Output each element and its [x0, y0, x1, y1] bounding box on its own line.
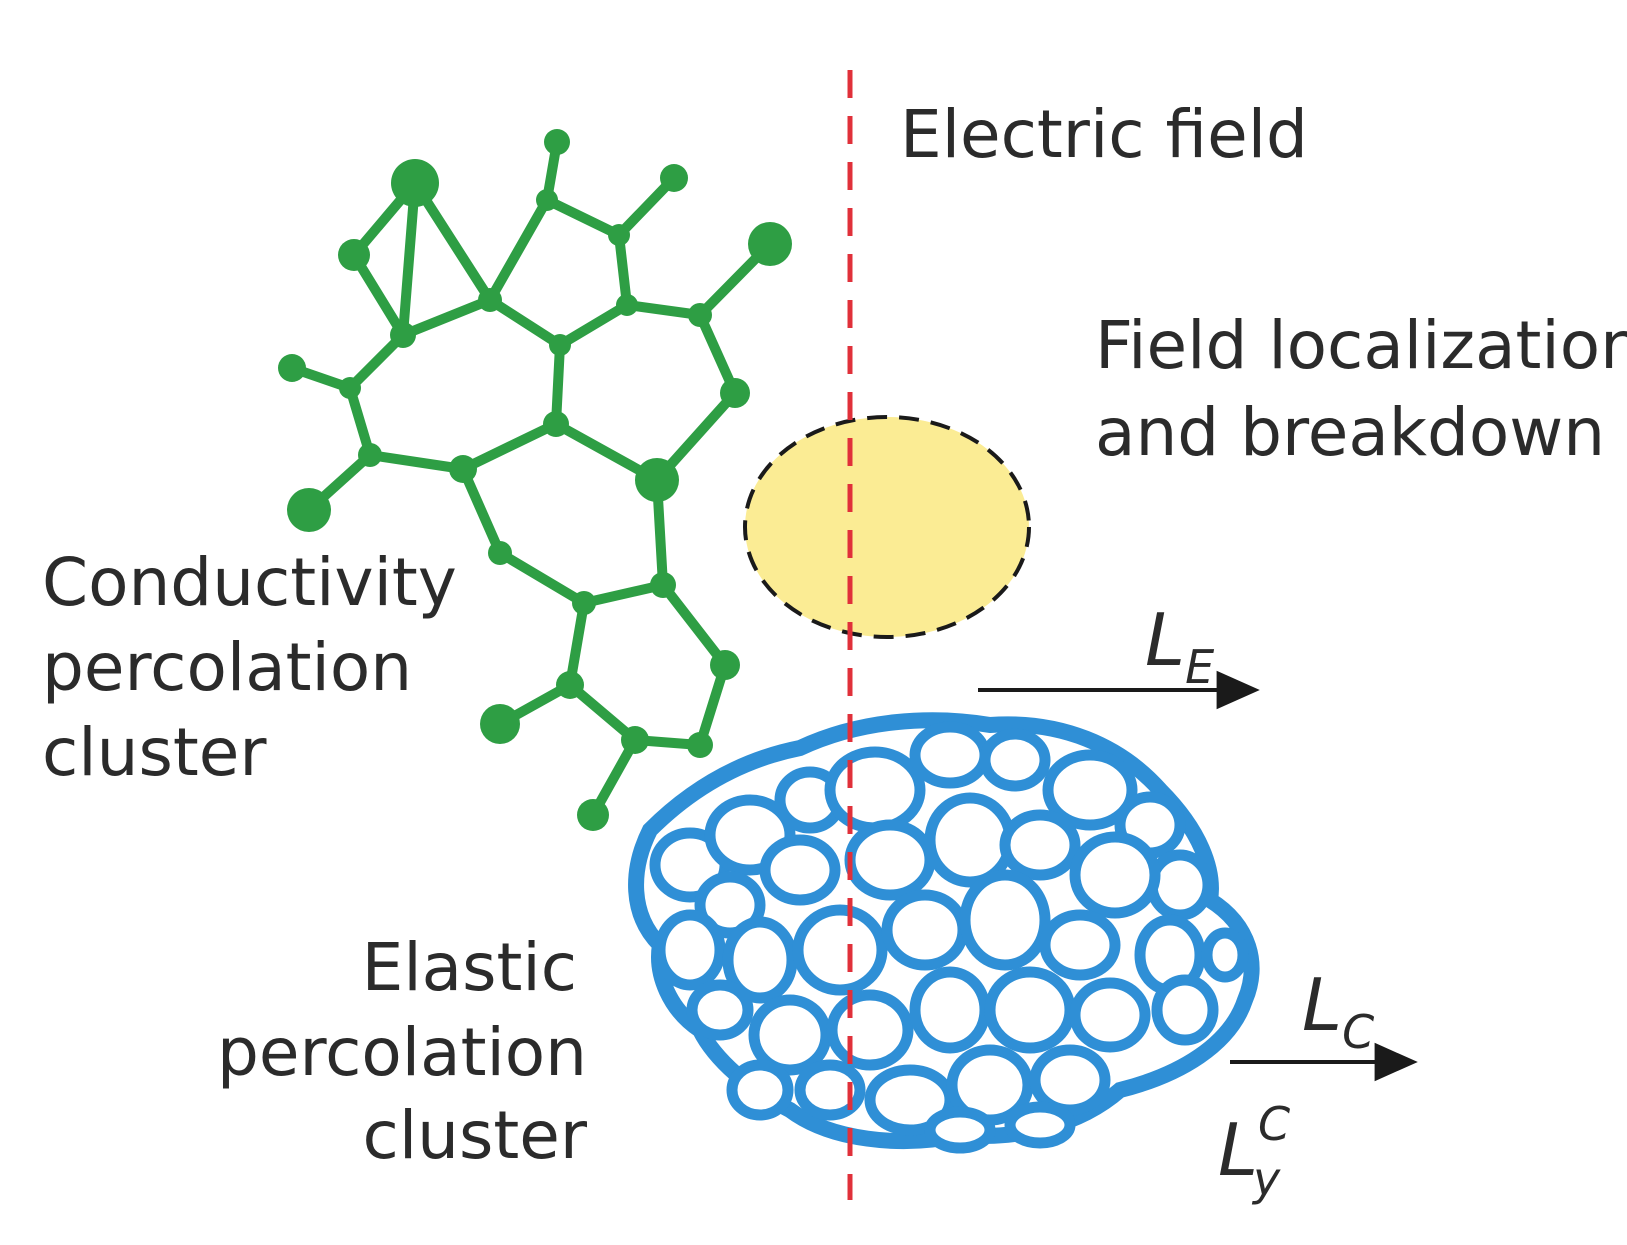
conductivity-label-line3: cluster — [42, 714, 267, 791]
cluster-bond — [485, 295, 565, 350]
foam-cell — [826, 989, 914, 1071]
electric-field-label: Electric field — [900, 96, 1308, 173]
cluster-node — [572, 591, 596, 615]
cluster-bond — [542, 195, 624, 240]
foam-cell — [1069, 831, 1161, 919]
cluster-node — [339, 377, 361, 399]
lyc-symbol: L — [1218, 1108, 1258, 1192]
foam-cell — [1004, 1101, 1076, 1149]
cluster-node — [358, 443, 382, 467]
cluster-node — [608, 224, 630, 246]
foam-cell — [1146, 849, 1214, 921]
foam-cell — [1039, 909, 1121, 981]
cluster-node — [391, 159, 439, 207]
cluster-nodes — [278, 129, 792, 831]
elastic-label-line1: Elastic — [362, 929, 577, 1006]
cluster-node — [549, 334, 571, 356]
foam-cell — [1201, 927, 1249, 983]
cluster-node — [688, 303, 712, 327]
cluster-node — [338, 239, 370, 271]
field-localization-label-line2: and breakdown — [1095, 394, 1605, 471]
lyc-sup: C — [1258, 1097, 1290, 1151]
foam-cell — [909, 721, 991, 789]
cluster-node — [748, 222, 792, 266]
foam-cell — [726, 1059, 794, 1121]
foam-cell — [881, 889, 969, 971]
cluster-bond — [458, 464, 505, 558]
foam-cell — [1029, 1044, 1111, 1116]
cluster-node — [577, 799, 609, 831]
foam-cell — [959, 869, 1051, 971]
field-localization-region — [743, 415, 1031, 639]
lyc-sub: y — [1251, 1152, 1281, 1206]
foam-cell — [999, 809, 1081, 881]
cluster-bond — [614, 230, 632, 310]
elastic-label-line2: percolation — [217, 1014, 587, 1091]
foam-cell — [722, 916, 798, 1004]
cluster-node — [544, 129, 570, 155]
foam-cell — [748, 994, 832, 1076]
le-main: L — [1145, 598, 1185, 682]
foam-cell — [824, 746, 926, 834]
elastic-percolation-cluster — [628, 712, 1260, 1154]
lc-sub: C — [1342, 1005, 1374, 1059]
le-sub: E — [1185, 640, 1214, 694]
le-symbol: LE — [1145, 598, 1214, 694]
conductivity-label-line2: percolation — [42, 629, 412, 706]
cluster-node — [616, 294, 638, 316]
elastic-label-line3: cluster — [363, 1097, 588, 1174]
cluster-node — [478, 288, 502, 312]
cluster-node — [556, 671, 584, 699]
foam-cell — [1042, 749, 1138, 831]
cluster-bond — [555, 300, 632, 350]
cluster-node — [687, 732, 713, 758]
lyc-main: L — [1218, 1108, 1258, 1192]
cluster-node — [287, 488, 331, 532]
field-localization-label-line1: Field localization — [1095, 307, 1627, 384]
cluster-bond — [458, 419, 561, 474]
foam-cell — [924, 792, 1016, 888]
cluster-node — [710, 650, 740, 680]
cluster-bond — [398, 178, 420, 340]
cluster-node — [621, 726, 649, 754]
foam-cell — [1151, 974, 1219, 1046]
cluster-bond — [551, 340, 565, 429]
lc-symbol: LC — [1302, 963, 1374, 1059]
foam-cell — [686, 979, 754, 1041]
foam-cell — [792, 904, 888, 996]
cluster-node — [660, 164, 688, 192]
foam-cell — [694, 871, 766, 939]
foam-cell — [1069, 977, 1151, 1053]
foam-cell — [759, 834, 841, 906]
cluster-node — [278, 354, 306, 382]
foam-cell — [909, 966, 991, 1054]
cluster-node — [543, 411, 569, 437]
cluster-node — [650, 572, 676, 598]
foam-cell — [654, 909, 726, 991]
cluster-bond — [658, 580, 730, 670]
cluster-bond — [622, 300, 705, 320]
lc-main: L — [1302, 963, 1342, 1047]
foam-cell — [924, 1106, 996, 1154]
cluster-bond — [485, 195, 552, 305]
foam-cell — [844, 819, 936, 901]
cluster-node — [635, 458, 679, 502]
cluster-node — [536, 189, 558, 211]
cluster-bond — [398, 295, 495, 340]
cluster-node — [488, 541, 512, 565]
cluster-node — [390, 322, 416, 348]
cluster-node — [449, 455, 477, 483]
cluster-bond — [579, 580, 668, 608]
conductivity-percolation-cluster — [278, 129, 792, 831]
cluster-node — [480, 704, 520, 744]
cluster-bond — [565, 680, 640, 745]
foam-cell — [984, 966, 1076, 1054]
cluster-bond — [365, 450, 468, 474]
foam-cell — [794, 1059, 866, 1121]
cluster-bond — [495, 548, 589, 608]
cluster-node — [720, 378, 750, 408]
foam-cell — [979, 728, 1051, 792]
conductivity-label-line1: Conductivity — [42, 544, 457, 621]
